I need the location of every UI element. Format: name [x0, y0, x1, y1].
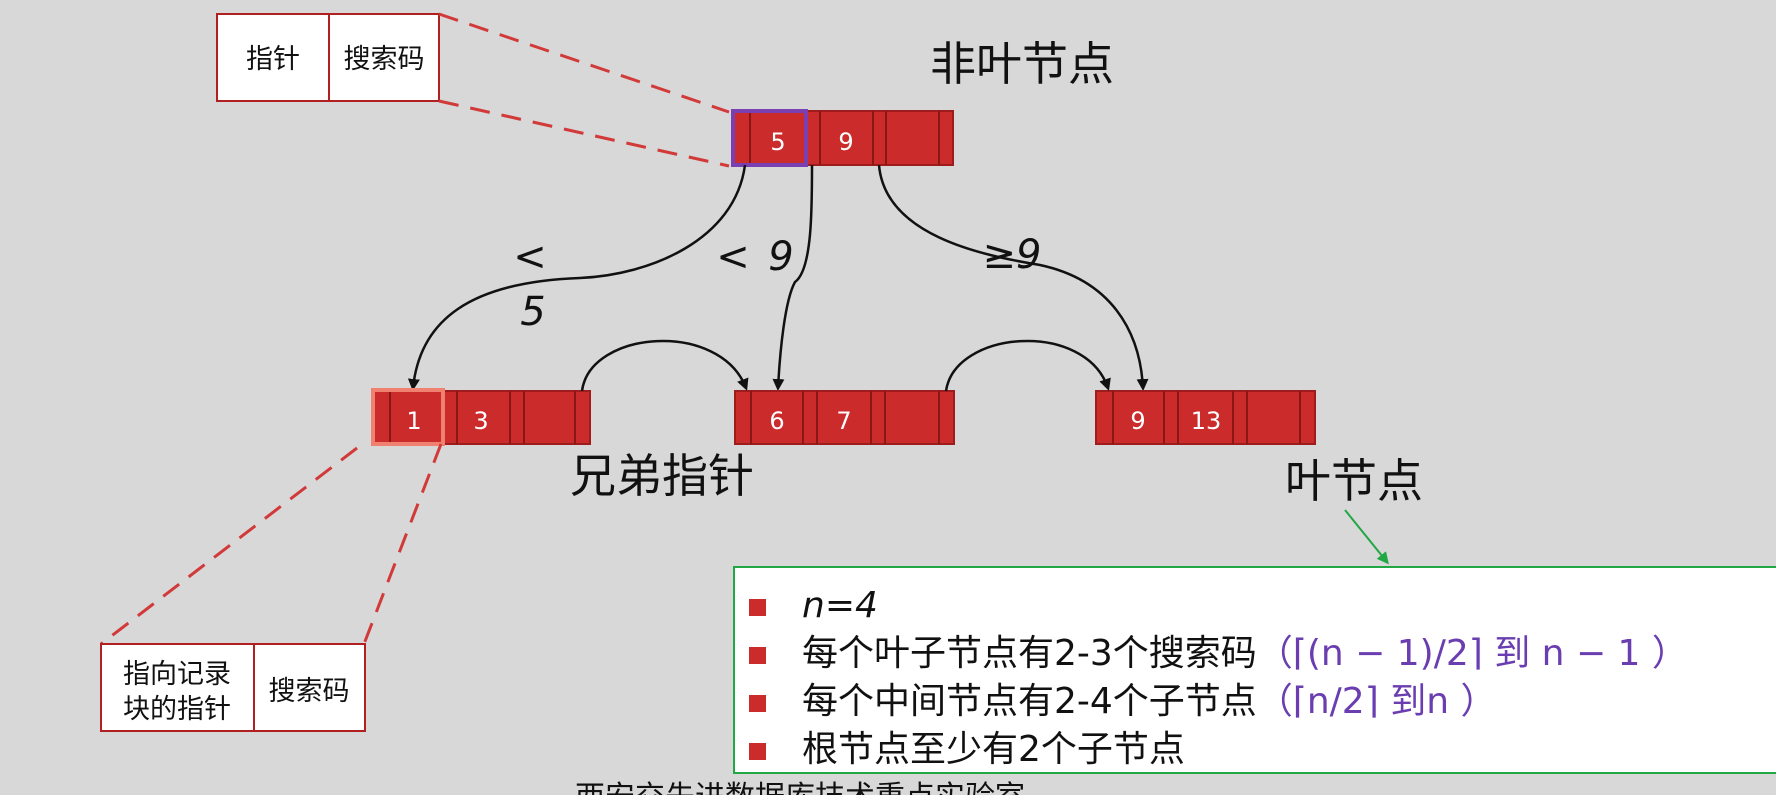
- leaf-node-1: 1 3: [371, 388, 591, 446]
- legend-top-callout-upper: [438, 12, 730, 114]
- properties-note-box: n=4 每个叶子节点有2-3个搜索码（⌈(n − 1)/2⌉ 到 n − 1 ）…: [733, 566, 1776, 774]
- edge-ge9-label: ≥9: [983, 232, 1042, 278]
- leaf-1-key-1: 1: [406, 407, 421, 435]
- note-formula: （⌈n/2⌉ 到n ）: [1256, 681, 1497, 722]
- note-line-leaf-keys: 每个叶子节点有2-3个搜索码（⌈(n − 1)/2⌉ 到 n − 1 ）: [735, 630, 1776, 678]
- leaf-node-3: 9 13: [1095, 390, 1316, 445]
- edge-lt5: [407, 164, 747, 391]
- legend-bottom-pointer-line1: 指向记录: [123, 659, 231, 690]
- non-leaf-node-label: 非叶节点: [930, 37, 1114, 91]
- leaf-node-1-body: [372, 390, 591, 445]
- legend-bottom-search-key-label: 搜索码: [269, 676, 350, 707]
- leaf-entry-highlight: [371, 388, 445, 446]
- legend-bottom-pointer-line2: 块的指针: [123, 694, 231, 725]
- bullet-icon: [749, 647, 766, 664]
- note-text: 每个中间节点有2-4个子节点: [802, 681, 1257, 722]
- leaf-node-2-body: [734, 390, 955, 445]
- note-text: 根节点至少有2个子节点: [802, 729, 1185, 770]
- leaf-node-2: 6 7: [734, 390, 955, 445]
- sibling-arrow-2: [944, 339, 1111, 392]
- sibling-pointer-label: 兄弟指针: [570, 449, 754, 503]
- leaf-2-key-1: 6: [769, 407, 784, 435]
- leaf-node-label: 叶节点: [1285, 454, 1423, 508]
- leaf-3-key-2: 13: [1191, 407, 1222, 435]
- bullet-icon: [749, 599, 766, 616]
- edge-lt5-value: 5: [520, 289, 545, 335]
- sibling-arrow-1: [580, 339, 749, 392]
- bullet-icon: [749, 695, 766, 712]
- note-text: n=4: [802, 585, 878, 626]
- edge-lt9-value: 9: [768, 234, 793, 280]
- root-node: 5 9: [731, 109, 954, 167]
- note-pointer-arrow: [1344, 509, 1389, 565]
- root-key-1: 5: [770, 128, 785, 156]
- legend-top-pointer-label: 指针: [246, 44, 300, 75]
- edge-lt5-symbol: <: [513, 234, 547, 280]
- note-line-root-children: 根节点至少有2个子节点: [735, 726, 1776, 774]
- root-node-body: [731, 110, 954, 166]
- legend-bottom-box: [100, 643, 366, 732]
- edge-ge9: [877, 164, 1149, 391]
- note-line-order: n=4: [735, 582, 1776, 630]
- bullet-icon: [749, 743, 766, 760]
- edge-lt9-symbol: <: [716, 234, 750, 280]
- leaf-node-3-body: [1095, 390, 1316, 445]
- footer-caption: 西安交先进数据库技术重点实验室: [575, 772, 1025, 795]
- note-line-internal-children: 每个中间节点有2-4个子节点（⌈n/2⌉ 到n ）: [735, 678, 1776, 726]
- note-text-wrapper: 每个中间节点有2-4个子节点（⌈n/2⌉ 到n ）: [802, 678, 1496, 726]
- legend-bottom-callout-right: [362, 443, 443, 645]
- note-text: 每个叶子节点有2-3个搜索码: [802, 633, 1257, 674]
- edge-lt9: [772, 164, 814, 391]
- legend-top-callout-lower: [438, 99, 730, 168]
- legend-bottom: 指向记录 块的指针 搜索码: [100, 643, 366, 732]
- leaf-1-key-2: 3: [473, 407, 488, 435]
- leaf-2-key-2: 7: [836, 407, 851, 435]
- note-text-wrapper: 每个叶子节点有2-3个搜索码（⌈(n − 1)/2⌉ 到 n − 1 ）: [802, 630, 1688, 678]
- legend-top: 指针 搜索码: [216, 13, 440, 102]
- root-entry-highlight: [731, 109, 808, 167]
- note-formula: （⌈(n − 1)/2⌉ 到 n − 1 ）: [1256, 633, 1688, 674]
- root-key-2: 9: [838, 128, 853, 156]
- legend-bottom-callout-left: [100, 446, 358, 646]
- leaf-3-key-1: 9: [1130, 407, 1145, 435]
- legend-top-search-key-label: 搜索码: [344, 44, 425, 75]
